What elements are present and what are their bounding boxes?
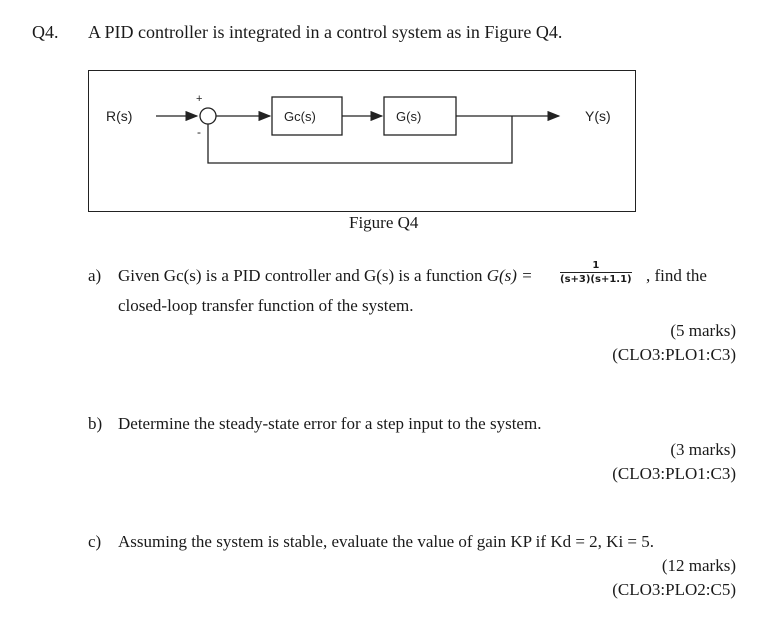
- input-label: R(s): [106, 108, 132, 124]
- part-a-text-after: , find the: [646, 266, 707, 285]
- part-a-fraction: 1 (s+3)(s+1.1): [560, 260, 632, 285]
- part-a-text-before: Given Gc(s) is a PID controller and G(s)…: [118, 266, 483, 285]
- part-a-text: Given Gc(s) is a PID controller and G(s)…: [118, 266, 533, 286]
- part-a-clo: (CLO3:PLO1:C3): [612, 345, 736, 364]
- block-diagram: R(s) + - Gc(s) G(s) Y(s): [106, 93, 611, 164]
- part-a-label: a): [88, 266, 102, 285]
- part-a-line2: closed-loop transfer function of the sys…: [118, 296, 414, 315]
- part-b-text: Determine the steady-state error for a s…: [118, 414, 542, 433]
- fraction-numerator: 1: [560, 260, 632, 273]
- summing-junction: [199, 107, 217, 125]
- controller-label: Gc(s): [284, 109, 316, 124]
- minus-sign: -: [197, 125, 201, 139]
- part-c-marks: (12 marks): [661, 556, 736, 575]
- part-c-label: c): [88, 532, 102, 551]
- part-b-label: b): [88, 414, 103, 433]
- plus-sign: +: [196, 93, 202, 105]
- figure-caption: Figure Q4: [349, 213, 419, 232]
- part-b-marks: (3 marks): [670, 440, 736, 459]
- part-a-math-lhs: G(s) =: [486, 266, 533, 285]
- plant-label: G(s): [396, 109, 421, 124]
- feedback-path: [207, 116, 513, 164]
- part-c-clo: (CLO3:PLO2:C5): [612, 580, 736, 599]
- part-b-clo: (CLO3:PLO1:C3): [612, 464, 736, 483]
- fraction-denominator: (s+3)(s+1.1): [560, 274, 632, 285]
- question-number: Q4.: [32, 22, 59, 42]
- question-intro: A PID controller is integrated in a cont…: [88, 22, 563, 42]
- part-c-text: Assuming the system is stable, evaluate …: [118, 532, 655, 551]
- output-label: Y(s): [585, 108, 611, 124]
- figure-q4-frame: R(s) + - Gc(s) G(s) Y(s): [88, 70, 636, 212]
- part-a-marks: (5 marks): [670, 321, 736, 340]
